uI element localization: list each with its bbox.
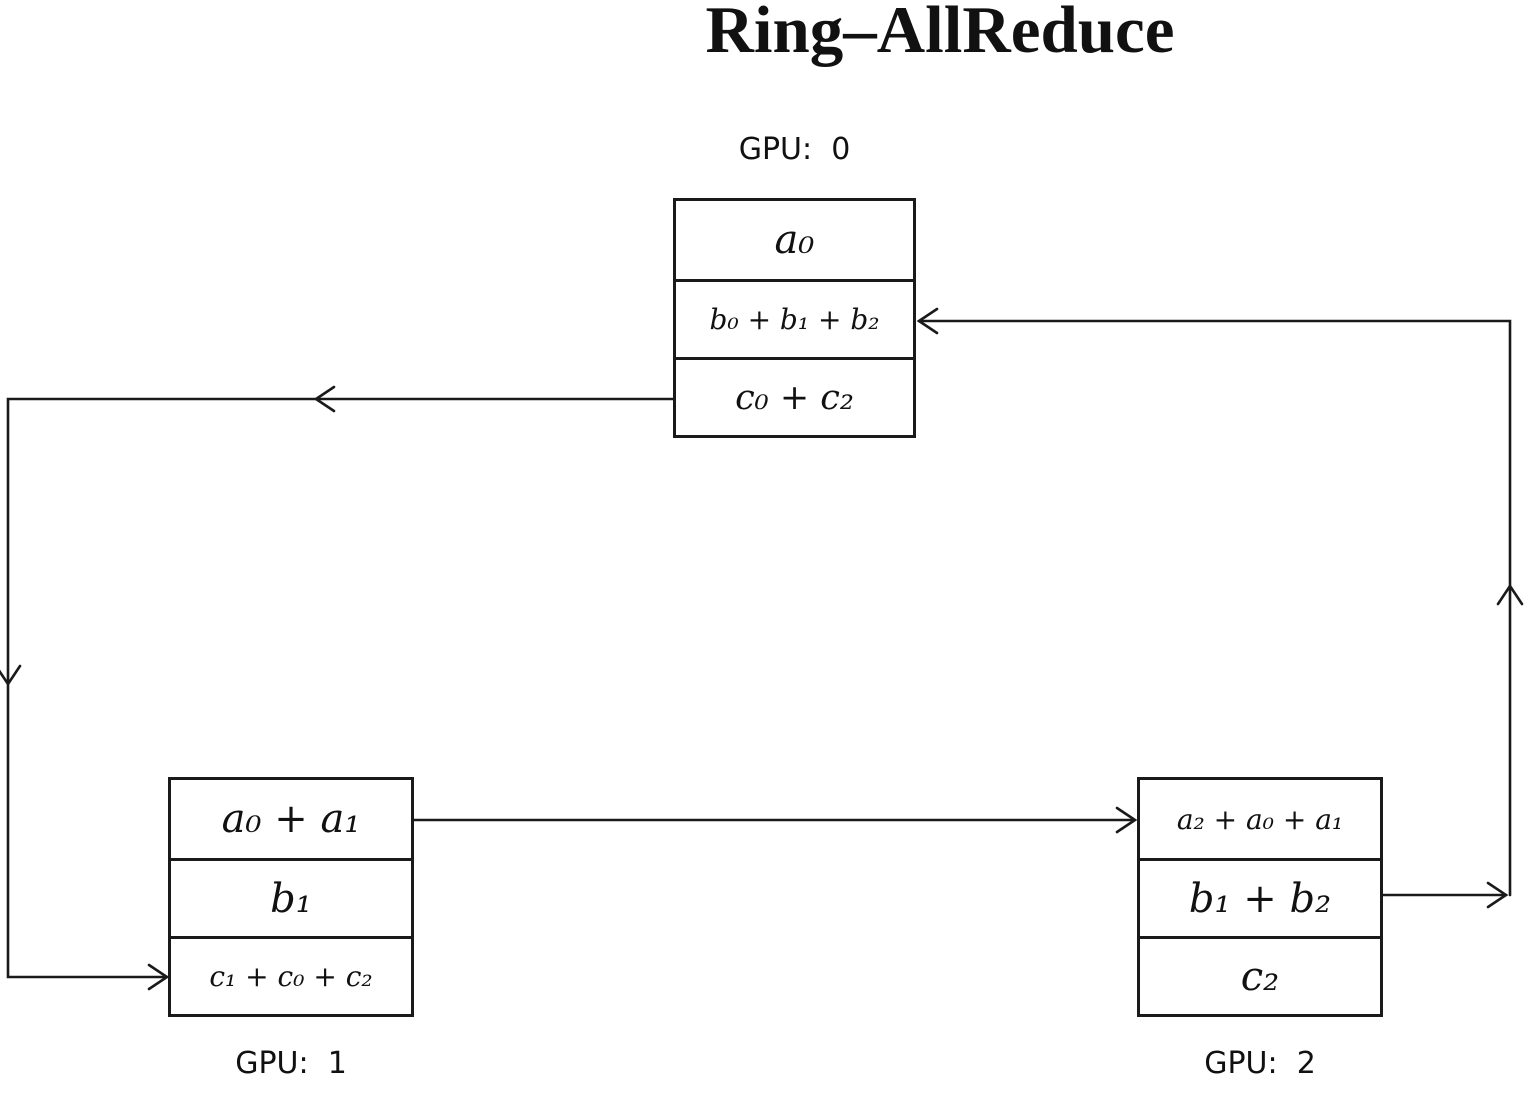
gpu1-row-b: b₁ (171, 858, 411, 936)
gpu2-row-c: c₂ (1140, 936, 1380, 1014)
gpu0-box: a₀ b₀ + b₁ + b₂ c₀ + c₂ (673, 198, 916, 438)
arrowhead-left-icon (916, 307, 939, 335)
diagram-title: Ring–AllReduce (705, 0, 1175, 67)
arrowhead-up-icon (1496, 583, 1524, 606)
arrowhead-right-icon (1486, 881, 1509, 909)
gpu0-row-a: a₀ (774, 217, 815, 263)
gpu1-label: GPU: 1 (235, 1046, 347, 1081)
gpu2-row-a: a₂ + a₀ + a₁ (1176, 802, 1344, 836)
arrowhead-down-icon (0, 664, 22, 687)
arrowhead-right-icon (147, 963, 170, 991)
gpu2-row-b: b₁ + b₂ (1140, 858, 1380, 936)
gpu1-row-c: c₁ + c₀ + c₂ (171, 936, 411, 1014)
gpu1-row-a: a₀ + a₁ (221, 796, 361, 842)
gpu0-label: GPU: 0 (738, 132, 851, 167)
gpu0-row-c: c₀ + c₂ (676, 357, 913, 435)
gpu1-box: a₀ + a₁ b₁ c₁ + c₀ + c₂ (168, 777, 414, 1017)
gpu2-box: a₂ + a₀ + a₁ b₁ + b₂ c₂ (1137, 777, 1383, 1017)
gpu2-label: GPU: 2 (1204, 1046, 1316, 1081)
arrowhead-left-icon (313, 385, 336, 413)
arrowhead-right-icon (1115, 806, 1138, 834)
arrow-gpu1-to-gpu2 (412, 806, 1138, 834)
gpu0-row-b: b₀ + b₁ + b₂ (676, 279, 913, 357)
